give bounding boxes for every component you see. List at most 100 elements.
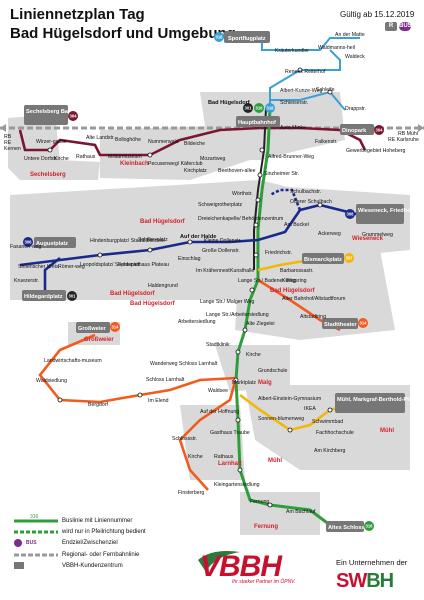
hub-stadttheater[interactable]: [322, 318, 358, 329]
label-am-bachlauf: Am Bachlauf: [286, 509, 316, 515]
hub-label-hauptbahnhof: Hauptbahnhof: [238, 120, 276, 126]
district-wieseneck: Wieseneck: [352, 236, 384, 242]
hub-sportflugplatz[interactable]: [224, 31, 270, 43]
stop-waldsiedlung[interactable]: [57, 397, 63, 403]
district-bad-huegelsdorf-2: Bad Hügelsdorf: [110, 291, 156, 297]
badge-text-306-a: 306: [25, 240, 33, 245]
badge-text-318-hbf: 318: [267, 106, 275, 111]
stop-finsterberg[interactable]: [237, 467, 243, 473]
badge-text-316-as: 316: [366, 524, 374, 529]
stop-festspielhaus[interactable]: [187, 239, 193, 245]
label-alter-bahnhof: Alter Bahnhof/Altstadtforum: [282, 296, 345, 302]
district-sechelsberg: Sechelsberg: [30, 172, 66, 178]
hub-augustplatz[interactable]: [34, 237, 76, 248]
label-kunsthalle: Kunsthalle: [230, 268, 254, 274]
label-gasthaus-traube: Gasthaus Traube: [210, 430, 250, 436]
stop-lange-str[interactable]: [249, 287, 255, 293]
hub-dinopark[interactable]: [340, 124, 374, 135]
label-kleingartensiedlung: Kleingartensiedlung: [214, 482, 260, 488]
label-schlossstr: Schlossstr.: [172, 436, 197, 442]
hub-muehl-markgraf[interactable]: [335, 393, 405, 413]
label-kirche-s: Kirche: [54, 156, 69, 162]
stop-kunsthalle[interactable]: [253, 252, 259, 258]
label-bergdorf: Bergdorf: [88, 402, 108, 408]
stop-kraeuterkundler[interactable]: [297, 67, 303, 73]
label-an-der-matte: An der Matte: [335, 32, 365, 38]
stop-leopoldsplatz[interactable]: [147, 247, 153, 253]
hub-sechelsberg-bf[interactable]: [24, 105, 68, 125]
label-hindenburgplatz: Hindenburgplatz/ Stadtbibliothek: [90, 238, 165, 244]
stop-markers: [47, 67, 333, 508]
company-text: Ein Unternehmen der: [336, 558, 408, 567]
stop-woerthstr[interactable]: [255, 197, 261, 203]
rail-right-a: RB Mühl: [398, 131, 418, 137]
stop-sinzheimer[interactable]: [257, 172, 263, 178]
legend-316: 316: [30, 514, 39, 520]
stop-dreieichenkapelle[interactable]: [253, 222, 259, 228]
hub-label-sportflugplatz: Sportflugplatz: [228, 36, 266, 42]
label-marktplatz: Marktplatz: [232, 380, 256, 386]
stop-labels: An der Matte Kräuterkundler Waldmanns-he…: [10, 32, 406, 515]
label-oberer-schulbach: Oberer Schulbach: [290, 199, 332, 205]
label-woerthstr: Wörthstr.: [232, 191, 253, 197]
label-albert-einstein: Albert-Einstein-Gymnasium: [258, 396, 321, 402]
district-kleinbach: Kleinbach: [120, 161, 149, 167]
stop-schleife[interactable]: [327, 89, 333, 95]
stop-gasthaus-traube[interactable]: [235, 417, 241, 423]
area-center: [10, 180, 300, 300]
badge-306-augustplatz: [23, 237, 33, 247]
stop-wieseneck[interactable]: [317, 202, 323, 208]
badge-314-grossweier: [110, 322, 120, 332]
rail-left-c: Kernen: [4, 146, 21, 152]
hub-hauptbahnhof[interactable]: [236, 116, 280, 127]
label-auf-der-hoffnung: Auf der Hoffnung: [200, 409, 239, 415]
stop-stadtklinik[interactable]: [235, 349, 241, 355]
label-schwimmbad: Schwimmbad: [312, 419, 343, 425]
label-drappstr: Drappstr.: [345, 106, 366, 112]
label-fachhochschule: Fachhochschule: [316, 430, 354, 436]
vbbh-tagline: Ihr starker Partner im ÖPNV.: [232, 579, 296, 585]
stop-alfred-brunner[interactable]: [259, 147, 265, 153]
stop-alte-ziegelei[interactable]: [242, 327, 248, 333]
hub-hildegardplatz[interactable]: [22, 290, 66, 301]
badge-316-hbf: [254, 103, 264, 113]
stop-nummerwald[interactable]: [147, 152, 153, 158]
line-304: [18, 126, 341, 157]
stop-marktplatz[interactable]: [233, 377, 239, 383]
badge-text-301-hbf: 301: [245, 106, 253, 111]
stop-schwimmbad[interactable]: [327, 407, 333, 413]
stop-sonnenblumenweg[interactable]: [287, 427, 293, 433]
line-307-north: [257, 258, 311, 272]
stop-wirzergasse[interactable]: [47, 147, 53, 153]
hub-grossweier[interactable]: [76, 322, 110, 333]
line-306: [19, 203, 376, 267]
label-waldsee: Waldsee: [208, 388, 228, 394]
line-306-loop: [269, 188, 302, 211]
label-auto-minke: Auto Minke: [280, 125, 306, 131]
district-labels: Sechelsberg Kleinbach Bad Hügelsdorf Bad…: [30, 161, 394, 530]
hub-label-sechelsberg: Sechelsberg Bahnhof: [26, 109, 84, 115]
hub-boxes: [22, 31, 405, 532]
label-grosse-dollenstr: Große Dollenstr.: [202, 248, 240, 254]
label-festspielhaus: Festspielhaus Plateau: [118, 262, 169, 268]
badge-text-307: 307: [346, 256, 354, 261]
stop-fernung[interactable]: [267, 502, 273, 508]
hub-bismarckplatz[interactable]: [302, 253, 344, 264]
hub-wieseneck-friedhof[interactable]: [356, 204, 404, 224]
line-307: [239, 393, 351, 432]
line-318-east: [270, 90, 346, 111]
label-am-buckel: Am Buckel: [284, 222, 309, 228]
hub-label-dinopark: Dinopark: [342, 128, 367, 134]
label-stadtklinik: Stadtklinik: [206, 342, 230, 348]
stop-im-elend[interactable]: [137, 392, 143, 398]
rail-badge: R: [385, 22, 397, 31]
label-waldsiedlung: Waldsiedlung: [36, 378, 67, 384]
badge-301-hildegardplatz: [67, 291, 77, 301]
stop-roemerweg[interactable]: [97, 252, 103, 258]
swbh-brand-b: BH: [366, 570, 394, 592]
hub-labels: Sportflugplatz Sechelsberg Bahnhof Haupt…: [24, 36, 417, 531]
badge-text-314-b: 314: [112, 325, 120, 330]
label-kirchplatz: Kirchplatz: [184, 168, 207, 174]
hub-altes-schloss[interactable]: [326, 521, 364, 532]
